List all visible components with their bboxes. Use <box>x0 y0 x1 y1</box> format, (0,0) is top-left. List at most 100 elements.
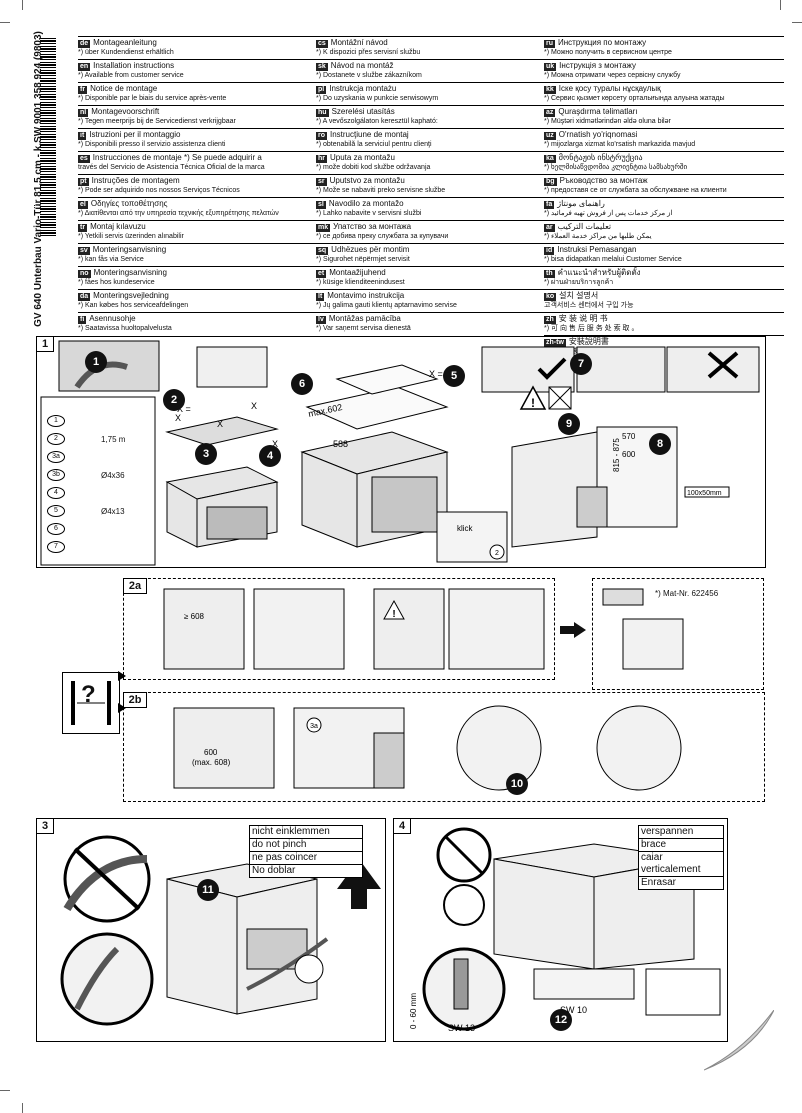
language-title: Montageanleitung <box>93 38 157 47</box>
part-spec: 1,75 m <box>101 434 126 444</box>
dimension-label: 0 - 60 mm <box>409 993 418 1029</box>
warning-text: No doblar <box>252 865 296 876</box>
dimension-label: (max. 608) <box>192 758 231 767</box>
language-note: *) K dispozici přes servisní službu <box>316 49 421 56</box>
language-code: fr <box>78 86 88 94</box>
language-note: *) Disponible par le biais du service ap… <box>78 95 227 102</box>
language-code: zh-tw <box>544 339 566 347</box>
language-title: 安裝說明書 <box>568 337 609 346</box>
language-note: *) obtenabilă la serviciul pentru clienţ… <box>316 141 432 148</box>
language-note: *) fåes hos kundeservice <box>78 279 155 286</box>
arrow-right-icon <box>118 668 126 681</box>
step-badge: 3 <box>195 443 217 465</box>
dimension-label: SW 10 <box>560 1005 587 1015</box>
language-note: *) предоставя се от службата за обслужва… <box>544 187 727 194</box>
dimension-label: 3a <box>310 723 318 730</box>
dimension-label: X <box>251 401 257 411</box>
language-note: *) A vevőszolgálaton keresztül kapható: <box>316 118 438 125</box>
warning-text: brace <box>639 839 723 852</box>
language-title: Udhëzues për montim <box>331 245 410 254</box>
language-code: lv <box>316 316 326 324</box>
language-code: ko <box>544 293 557 301</box>
language-code: hr <box>316 155 327 163</box>
language-title: 설치 설명서 <box>559 291 599 300</box>
svg-text:!: ! <box>531 396 535 410</box>
part-row: 7 <box>47 538 157 556</box>
language-code: no <box>78 270 91 278</box>
panel-1: 1 <box>36 336 766 568</box>
warning-text: Enrasar <box>641 877 677 888</box>
language-note: *) Kan købes hos serviceafdelingen <box>78 302 189 309</box>
language-title: Notice de montage <box>90 84 158 93</box>
language-note: *) ผ่านฝ่ายบริการลูกค้า <box>544 279 614 286</box>
dimension-label: X <box>272 439 278 449</box>
arrow-right-icon <box>118 700 126 713</box>
language-title: Montavimo instrukcija <box>327 291 405 300</box>
warning-text: ne pas coincer <box>250 852 362 865</box>
question-mark: ? <box>81 681 96 708</box>
part-number: 3a <box>47 451 65 463</box>
panel-4-illustration: 0 - 60 mm SW 13 SW 10 <box>409 827 721 1033</box>
language-code: sr <box>316 178 327 186</box>
language-code: nl <box>78 109 89 117</box>
language-title: Instrucciones de montaje *) Se puede adq… <box>92 153 262 162</box>
dimension-label: 588 <box>333 439 348 449</box>
step-badge: 4 <box>259 445 281 467</box>
language-code: ru <box>544 40 555 48</box>
panel-2b-illustration: 3a 600 (max. 608) <box>173 705 682 791</box>
language-note: *) Можно получить в сервисном центре <box>544 49 672 56</box>
language-note: *) از مرکز خدمات پس از فروش تهیه فرمائید <box>544 210 673 217</box>
language-code: fi <box>78 316 87 324</box>
cabinet-width-check: ? <box>62 672 120 734</box>
part-row: 1 <box>47 412 157 430</box>
language-code: da <box>78 293 91 301</box>
language-title: Quraşdırma təlimatları <box>558 107 638 116</box>
language-title: Οδηγίες τοποθέτησης <box>90 199 168 208</box>
part-spec: Ø4x36 <box>101 470 125 480</box>
language-note: *) Sigurohet nëpërmjet servisit <box>316 256 410 263</box>
language-note: *) Saatavissa huoltopalvelusta <box>78 325 172 332</box>
dimension-label: 2 <box>495 550 499 557</box>
part-spec: Ø4x13 <box>101 506 125 516</box>
language-code: bg <box>544 178 557 186</box>
step-badge: 7 <box>570 353 592 375</box>
language-title: Montaažijuhend <box>329 268 386 277</box>
part-row: 5 Ø4x13 <box>47 502 157 520</box>
language-note: *) Сервис қызмет көрсету орталығында алу… <box>544 95 725 102</box>
step-badge: 9 <box>558 413 580 435</box>
language-code: en <box>78 63 91 71</box>
language-note: *) Tegen meerprijs bij de Servicedienst … <box>78 118 236 125</box>
language-title: O'rnatish yo'riqnomasi <box>558 130 638 139</box>
language-code: hu <box>316 109 329 117</box>
part-number: 5 <box>47 505 65 517</box>
step-badge: 1 <box>85 351 107 373</box>
dimension-label: 100x50mm <box>687 490 722 497</box>
barcode <box>40 36 56 236</box>
language-code: el <box>78 201 88 209</box>
language-title: Installation instructions <box>93 61 175 70</box>
step-badge: 11 <box>197 879 219 901</box>
